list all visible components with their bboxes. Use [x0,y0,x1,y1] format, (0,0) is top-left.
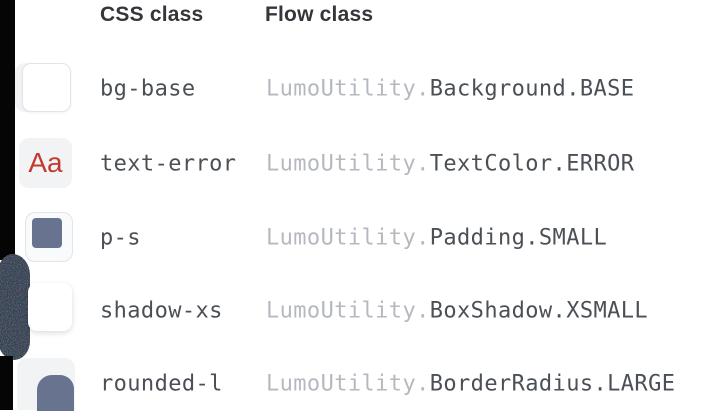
flow-class-prefix: LumoUtility. [266,225,430,251]
flow-class-name: Background.BASE [429,76,635,102]
padding-preview [15,212,75,264]
flow-class-code: LumoUtility.TextColor.ERROR [266,152,634,177]
flow-class-code: LumoUtility.Background.BASE [266,77,634,102]
text-error-sample: Aa [28,147,63,178]
border-radius-preview [15,358,75,411]
rounded-swatch [37,375,74,411]
left-edge-black-strip [0,0,15,260]
flow-class-prefix: LumoUtility. [266,371,430,397]
css-class-code: p-s [100,225,141,251]
flow-class-name: Padding.SMALL [429,225,608,251]
left-edge-black-strip-bottom [0,356,13,410]
table-row: rounded-l LumoUtility.BorderRadius.LARGE [0,358,702,411]
css-class-code: text-error [100,151,237,177]
table-row: shadow-xs LumoUtility.BoxShadow.XSMALL [0,283,702,337]
flow-class-code: LumoUtility.BoxShadow.XSMALL [266,299,648,324]
padding-swatch [32,218,62,248]
css-class-code: rounded-l [100,371,223,397]
column-header-css-class: CSS class [100,3,204,26]
table-row: Aa text-error LumoUtility.TextColor.ERRO… [0,138,702,190]
column-header-flow-class: Flow class [265,3,374,26]
flow-class-prefix: LumoUtility. [266,151,430,177]
shadow-swatch [28,283,72,331]
flow-class-prefix: LumoUtility. [266,76,430,102]
flow-class-code: LumoUtility.Padding.SMALL [266,226,607,251]
table-row: bg-base LumoUtility.Background.BASE [0,63,702,115]
text-error-preview: Aa [15,138,75,190]
flow-class-prefix: LumoUtility. [266,298,430,324]
flow-class-name: BoxShadow.XSMALL [429,298,649,324]
shadow-preview [15,283,75,337]
bg-base-swatch [22,63,71,112]
css-class-code: shadow-xs [100,298,223,324]
css-class-code: bg-base [100,76,196,102]
noise-artifact [0,254,30,360]
flow-class-code: LumoUtility.BorderRadius.LARGE [266,372,675,397]
table-row: p-s LumoUtility.Padding.SMALL [0,212,702,264]
flow-class-name: TextColor.ERROR [429,151,635,177]
bg-base-preview [15,63,75,115]
table-header-row: CSS class Flow class [0,3,702,31]
flow-class-name: BorderRadius.LARGE [429,371,676,397]
preview-chip: Aa [19,138,72,188]
